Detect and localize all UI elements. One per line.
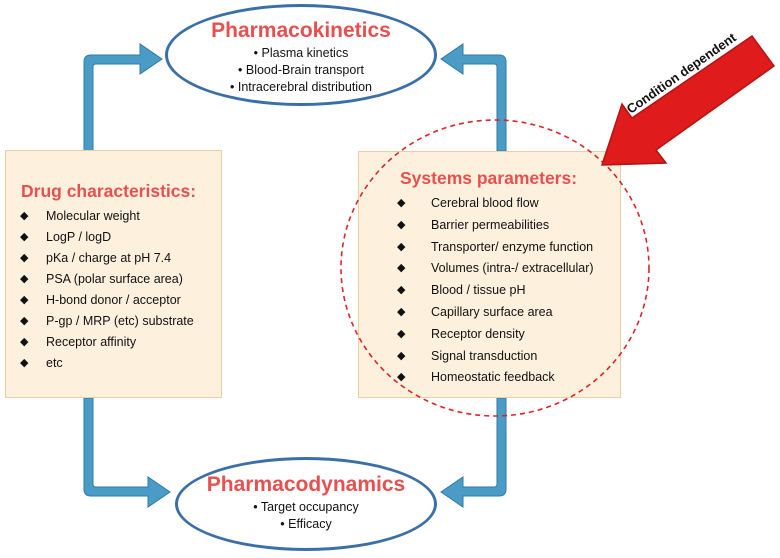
list-item: ◆Capillary surface area [359,302,620,324]
list-item: ◆Transporter/ enzyme function [359,237,620,259]
list-item: • Plasma kinetics [253,46,349,60]
drug-characteristics-box: Drug characteristics: ◆Molecular weight … [5,150,222,398]
diamond-icon: ◆ [20,210,29,222]
list-item: ◆P-gp / MRP (etc) substrate [6,311,221,332]
diamond-icon: ◆ [397,327,406,340]
list-item: ◆Cerebral blood flow [359,193,620,215]
pharmacodynamics-list: • Target occupancy • Efficacy [178,499,434,533]
diamond-icon: ◆ [20,357,29,369]
diamond-icon: ◆ [397,262,406,275]
list-item: ◆Volumes (intra-/ extracellular) [359,258,620,280]
list-item: ◆LogP / logD [6,227,221,248]
diamond-icon: ◆ [397,305,406,318]
list-item: • Target occupancy [253,500,359,514]
drug-characteristics-list: ◆Molecular weight ◆LogP / logD ◆pKa / ch… [6,206,221,374]
pharmacodynamics-node: Pharmacodynamics • Target occupancy • Ef… [175,457,437,551]
list-item: ◆Molecular weight [6,206,221,227]
list-item: ◆pKa / charge at pH 7.4 [6,248,221,269]
pharmacokinetics-list: • Plasma kinetics • Blood-Brain transpor… [168,45,434,96]
list-item: • Blood-Brain transport [238,63,364,77]
systems-parameters-box: Systems parameters: ◆Cerebral blood flow… [358,151,621,398]
arrow-drug-to-pd [83,397,171,508]
pharmacokinetics-node: Pharmacokinetics • Plasma kinetics • Blo… [165,4,437,106]
list-item: ◆H-bond donor / acceptor [6,290,221,311]
diamond-icon: ◆ [20,273,29,285]
list-item: ◆PSA (polar surface area) [6,269,221,290]
pharmacodynamics-title: Pharmacodynamics [206,473,406,496]
diamond-icon: ◆ [397,284,406,297]
diamond-icon: ◆ [397,218,406,231]
arrow-sys-to-pk [440,43,507,152]
systems-parameters-title: Systems parameters: [400,168,578,188]
diamond-icon: ◆ [397,349,406,362]
diamond-icon: ◆ [397,240,406,253]
list-item: ◆Barrier permeabilities [359,215,620,237]
list-item: • Efficacy [280,517,332,531]
list-item: ◆Receptor density [359,324,620,346]
condition-arrow-icon [600,34,776,166]
drug-characteristics-title: Drug characteristics: [21,181,197,201]
list-item: • Intracerebral distribution [230,80,372,94]
diamond-icon: ◆ [397,371,406,384]
diamond-icon: ◆ [20,315,29,327]
list-item: ◆Signal transduction [359,346,620,368]
diamond-icon: ◆ [20,336,29,348]
list-item: ◆Receptor affinity [6,332,221,353]
diamond-icon: ◆ [20,294,29,306]
list-item: ◆Homeostatic feedback [359,367,620,389]
arrow-drug-to-pk [83,43,163,152]
arrow-sys-to-pd [440,397,507,508]
list-item: ◆etc [6,353,221,374]
diamond-icon: ◆ [397,197,406,209]
list-item: ◆Blood / tissue pH [359,280,620,302]
diamond-icon: ◆ [20,231,29,243]
systems-parameters-list: ◆Cerebral blood flow ◆Barrier permeabili… [359,193,620,389]
diamond-icon: ◆ [20,252,29,264]
pharmacokinetics-title: Pharmacokinetics [211,19,391,42]
